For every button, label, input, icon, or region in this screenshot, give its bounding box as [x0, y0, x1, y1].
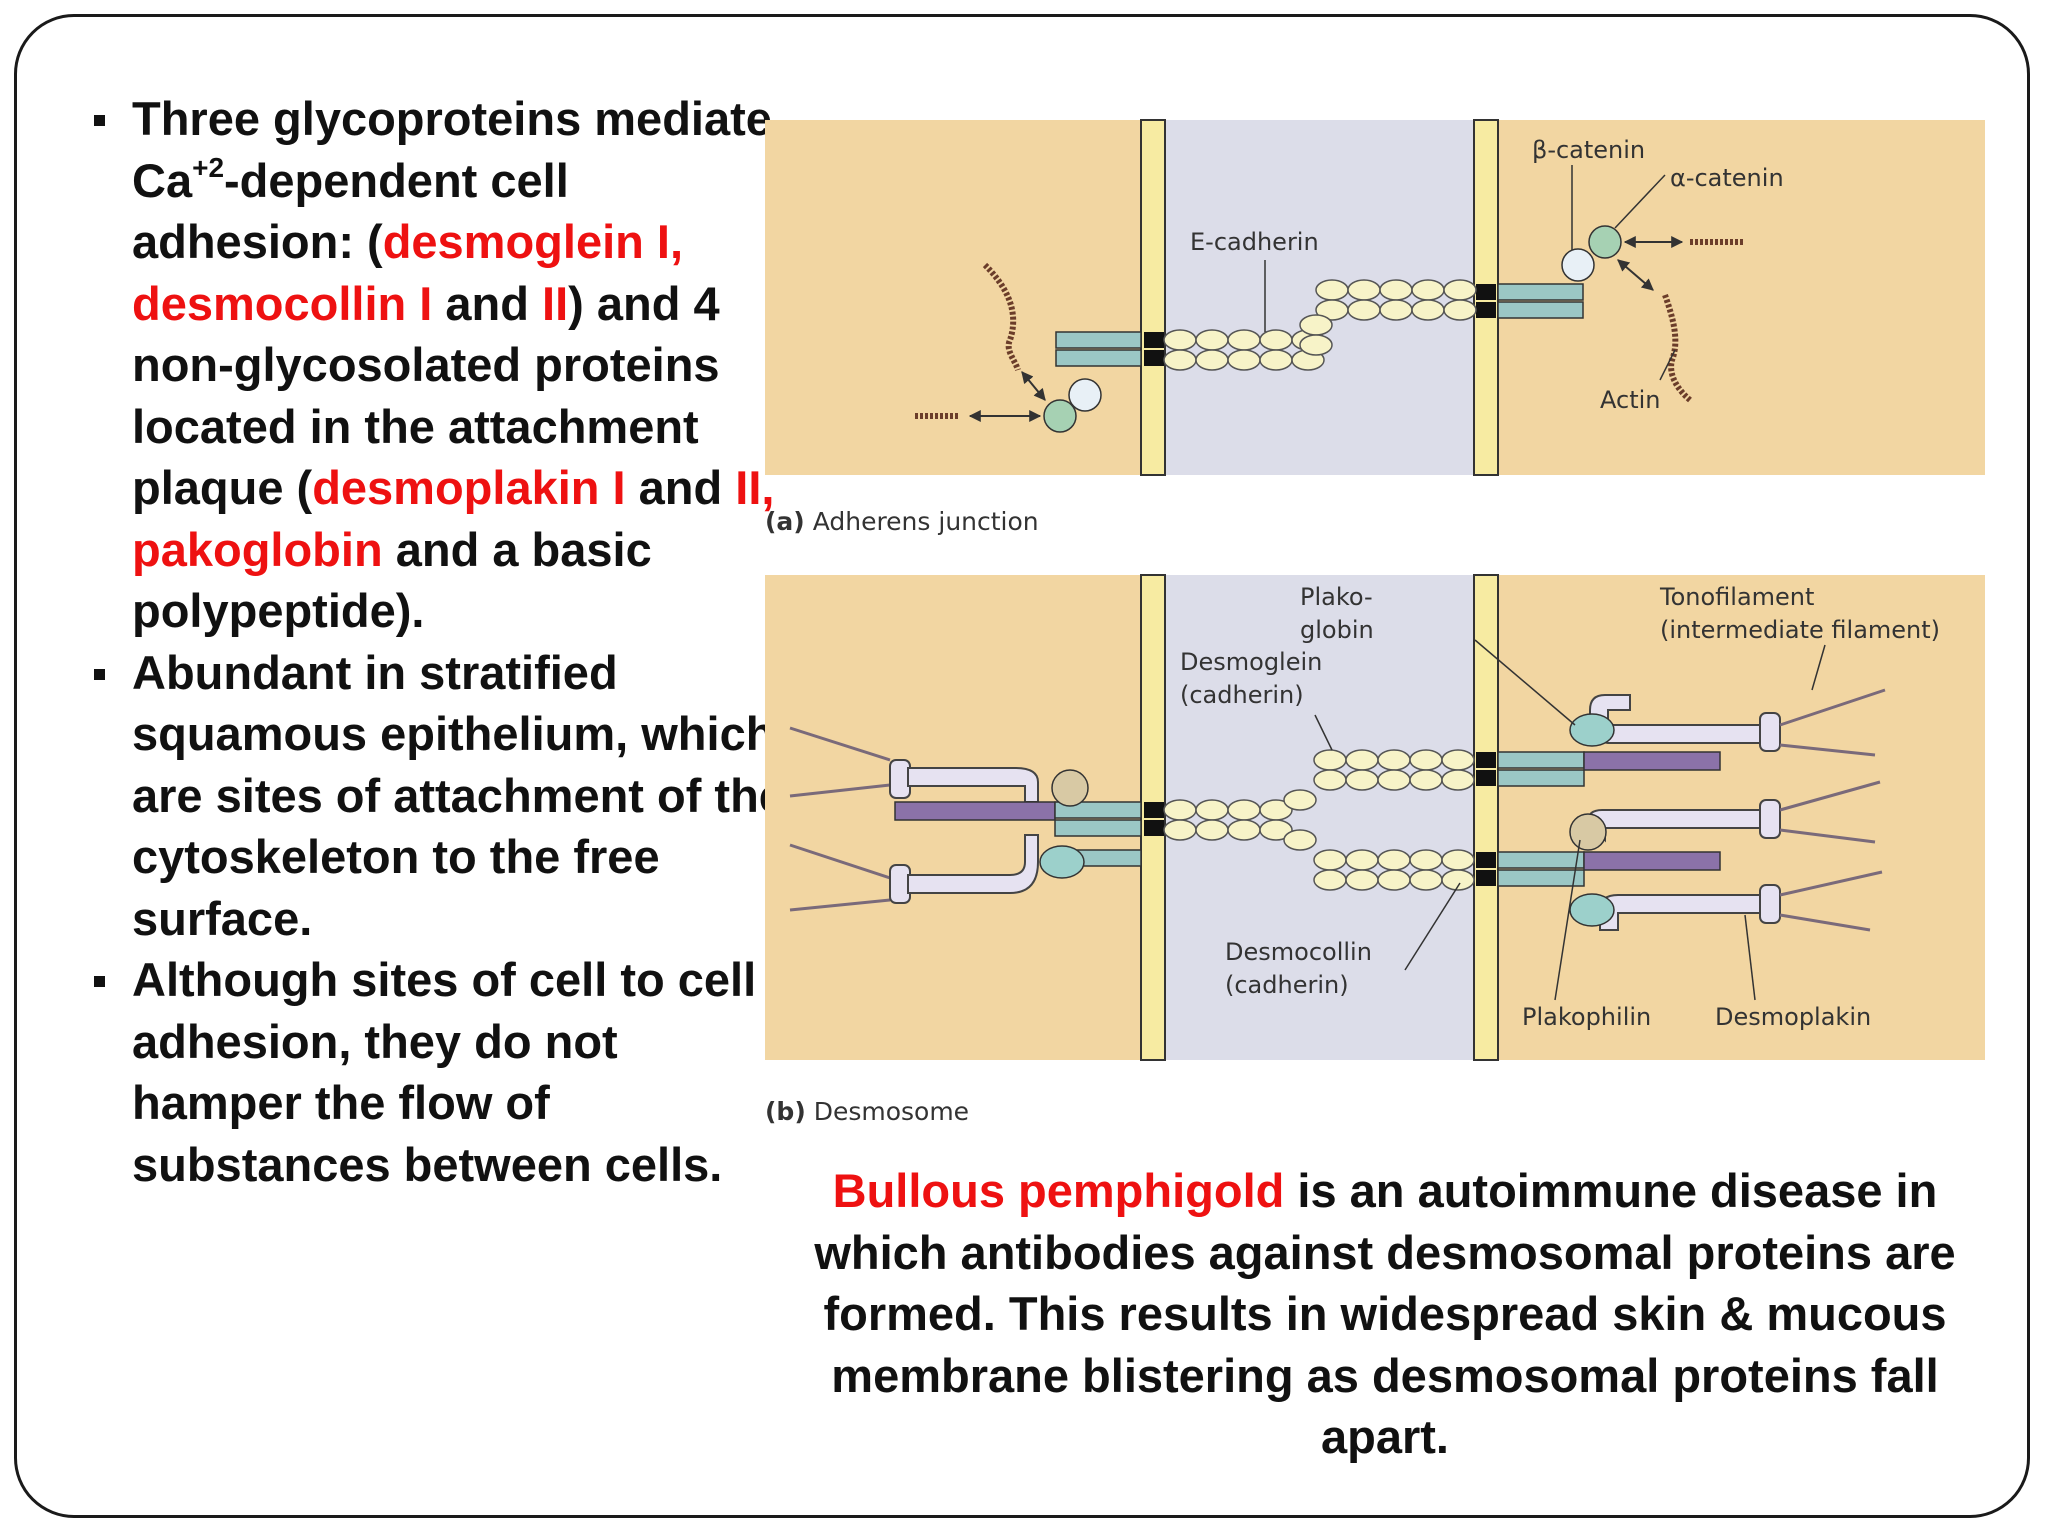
disease-caption: Bullous pemphigold is an autoimmune dise… [790, 1160, 1980, 1468]
desmoplakin-rods-left [889, 759, 1039, 904]
panel-a-caption: (a) Adherens junction [765, 507, 1039, 536]
label-desmoplakin: Desmoplakin [1715, 1003, 1871, 1031]
label-tonofilament: Tonofilament [1659, 583, 1814, 611]
panel-adherens-junction: E-cadherin β-catenin α-catenin Actin (a)… [765, 119, 1985, 536]
label-tonofilament-line2: (intermediate filament) [1660, 616, 1940, 644]
bullet-item: Although sites of cell to cell adhesion,… [90, 949, 790, 1195]
tonofilaments-left [789, 726, 891, 912]
cadherin-chains [1163, 749, 1475, 891]
highlight-term: desmoplakin I [312, 461, 626, 514]
bullet-text: Abundant in stratified squamous epitheli… [132, 645, 785, 945]
disease-description: is an autoimmune disease in which antibo… [814, 1164, 1956, 1463]
label-plakoglobin-line2: globin [1300, 616, 1374, 644]
bullet-list: Three glycoproteins mediate Ca+2-depende… [90, 88, 790, 1195]
panel-desmosome: Plako- globin Tonofilament (intermediate… [765, 574, 1985, 1126]
label-desmocollin-line2: (cadherin) [1225, 971, 1349, 999]
panel-b-caption: (b) Desmosome [765, 1097, 969, 1126]
highlight-term: II [542, 276, 569, 330]
bullet-text: Although sites of cell to cell adhesion,… [132, 953, 757, 1191]
tonofilaments-right [1779, 688, 1886, 932]
label-desmoglein-line2: (cadherin) [1180, 681, 1304, 709]
label-desmocollin: Desmocollin [1225, 938, 1372, 966]
label-plakophilin: Plakophilin [1522, 1003, 1651, 1031]
bullet-item: Abundant in stratified squamous epitheli… [90, 642, 790, 950]
label-desmoglein: Desmoglein [1180, 648, 1322, 676]
highlight-term: desmoglein I, desmocollin I [132, 215, 684, 330]
label-actin: Actin [1600, 386, 1660, 414]
cell-membrane-right [1473, 574, 1499, 1061]
disease-name: Bullous pemphigold [832, 1164, 1285, 1217]
bullet-item: Three glycoproteins mediate Ca+2-depende… [90, 88, 790, 642]
bullet-square-icon [94, 976, 105, 987]
e-cadherin-chain [1163, 279, 1477, 371]
junction-figure: E-cadherin β-catenin α-catenin Actin (a)… [760, 110, 1990, 1130]
cell-membrane-left [1140, 119, 1166, 476]
bullet-text: Three glycoproteins mediate Ca+2-depende… [132, 92, 775, 637]
label-alpha-catenin: α-catenin [1670, 164, 1784, 192]
bullet-square-icon [94, 668, 105, 680]
label-plakoglobin: Plako- [1300, 583, 1373, 611]
desmoplakin-rods-right [1586, 694, 1781, 931]
label-beta-catenin: β-catenin [1532, 136, 1645, 164]
bullet-square-icon [94, 115, 105, 126]
label-e-cadherin: E-cadherin [1190, 228, 1319, 256]
actin-filaments [915, 239, 1745, 419]
